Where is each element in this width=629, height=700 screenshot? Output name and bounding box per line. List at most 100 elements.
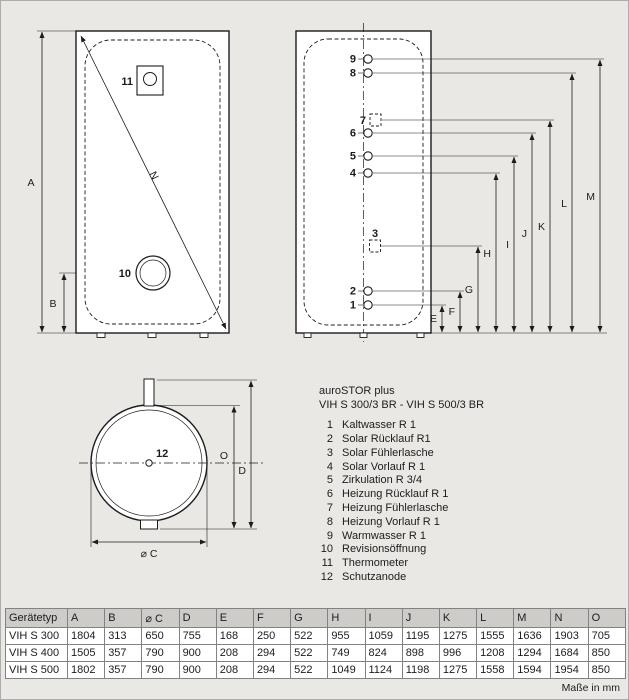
top-extension-lines: [90, 379, 257, 547]
dim-g-label: G: [465, 284, 473, 296]
connection-1-port: [363, 300, 373, 310]
value-cell: 1198: [401, 661, 440, 679]
value-cell: 749: [327, 644, 366, 662]
header-dim-e: E: [215, 608, 254, 628]
legend-item-label: Heizung Rücklauf R 1: [342, 488, 449, 501]
legend-item: 1 Kaltwasser R 1: [319, 419, 484, 433]
legend-item: 7 Heizung Fühlerlasche: [319, 502, 484, 516]
connection-8-port: [363, 68, 373, 78]
dimension-table: Gerätetyp A B ⌀ C D E F G H I J K L M N …: [5, 608, 627, 679]
legend-item: 6 Heizung Rücklauf R 1: [319, 488, 484, 502]
value-cell: 1684: [550, 644, 589, 662]
value-cell: 790: [141, 644, 180, 662]
value-cell: 1124: [364, 661, 403, 679]
header-dim-a: A: [66, 608, 106, 628]
value-cell: 650: [141, 627, 180, 645]
item-11-label: 11: [121, 76, 133, 88]
dim-j-label: J: [522, 228, 527, 240]
dim-d-label: D: [238, 465, 246, 477]
top-view: [79, 378, 263, 547]
dim-c-label: ⌀ C: [141, 548, 158, 560]
device-type-cell: VIH S 500: [5, 661, 68, 679]
dim-o-label: O: [220, 450, 228, 462]
header-dim-f: F: [252, 608, 292, 628]
legend-item-number: 7: [326, 501, 333, 514]
table-row-vih-s-400: VIH S 400 1505 357 790 900 208 294 522 7…: [5, 644, 627, 662]
side-view-labels: 9 8 7 6 5 4 3 2 1 E F G H I J K L M: [350, 54, 595, 326]
value-cell: 755: [178, 627, 217, 645]
legend-item-number: 1: [326, 419, 333, 432]
header-dim-i: I: [364, 608, 403, 628]
value-cell: 208: [215, 644, 254, 662]
legend-item-number: 5: [326, 474, 333, 487]
header-dim-k: K: [438, 608, 478, 628]
table-row-vih-s-300: VIH S 300 1804 313 650 755 168 250 522 9…: [5, 627, 627, 645]
legend-item-label: Zirkulation R 3/4: [342, 474, 423, 487]
side-extension-lines: [373, 58, 604, 306]
connection-5-label: 5: [350, 151, 356, 163]
front-view-labels: A B N 11 10: [27, 76, 160, 310]
value-cell: 1804: [66, 627, 106, 645]
value-cell: 1954: [550, 661, 589, 679]
connection-3-sensor-tab: [369, 239, 381, 253]
connection-2-port: [363, 286, 373, 296]
header-dim-n: N: [550, 608, 589, 628]
value-cell: 900: [178, 661, 217, 679]
legend-item-number: 2: [326, 432, 333, 445]
value-cell: 294: [252, 644, 292, 662]
side-connections: [363, 54, 382, 310]
value-cell: 1208: [476, 644, 515, 662]
value-cell: 1903: [550, 627, 589, 645]
value-cell: 168: [215, 627, 254, 645]
header-dim-m: M: [513, 608, 552, 628]
value-cell: 250: [252, 627, 292, 645]
dim-l-label: L: [561, 198, 567, 210]
value-cell: 705: [587, 627, 627, 645]
legend-item-label: Heizung Fühlerlasche: [342, 501, 449, 514]
connection-3-label: 3: [372, 228, 378, 240]
legend-item-number: 3: [326, 446, 333, 459]
legend-item-number: 4: [326, 460, 333, 473]
value-cell: 824: [364, 644, 403, 662]
value-cell: 1059: [364, 627, 403, 645]
dim-n-line: [80, 35, 227, 330]
legend-item-label: Solar Rücklauf R1: [342, 432, 431, 445]
legend-item-label: Kaltwasser R 1: [342, 419, 416, 432]
value-cell: 1294: [513, 644, 552, 662]
value-cell: 1636: [513, 627, 552, 645]
dim-i-label: I: [506, 239, 509, 251]
value-cell: 1802: [66, 661, 106, 679]
connection-2-label: 2: [350, 286, 356, 298]
anode-stub: [143, 378, 155, 407]
connection-1-label: 1: [350, 300, 356, 312]
product-model-range: VIH S 300/3 BR - VIH S 500/3 BR: [319, 398, 485, 411]
value-cell: 1049: [327, 661, 366, 679]
value-cell: 900: [178, 644, 217, 662]
value-cell: 1275: [438, 661, 478, 679]
value-cell: 522: [290, 644, 329, 662]
side-leader-lines: [358, 58, 363, 306]
header-dim-d: D: [178, 608, 217, 628]
dim-m-label: M: [586, 191, 595, 203]
header-dim-g: G: [290, 608, 329, 628]
legend-item: 5 Zirkulation R 3/4: [319, 474, 484, 488]
bottom-flange: [140, 519, 158, 530]
product-title: auroSTOR plus: [319, 385, 395, 397]
connection-7-sensor-tab: [369, 113, 382, 127]
dim-k-label: K: [538, 221, 545, 233]
side-feet: [303, 332, 425, 338]
value-cell: 1505: [66, 644, 106, 662]
legend-item-label: Warmwasser R 1: [342, 529, 426, 542]
units-note: Maße in mm: [561, 682, 620, 694]
legend-item-label: Thermometer: [342, 557, 409, 570]
legend-item-label: Heizung Vorlauf R 1: [342, 515, 440, 528]
legend-item-label: Schutzanode: [342, 570, 407, 583]
value-cell: 996: [438, 644, 478, 662]
header-dim-o: O: [587, 608, 627, 628]
legend-item-number: 6: [326, 488, 333, 501]
front-view: [37, 30, 230, 338]
